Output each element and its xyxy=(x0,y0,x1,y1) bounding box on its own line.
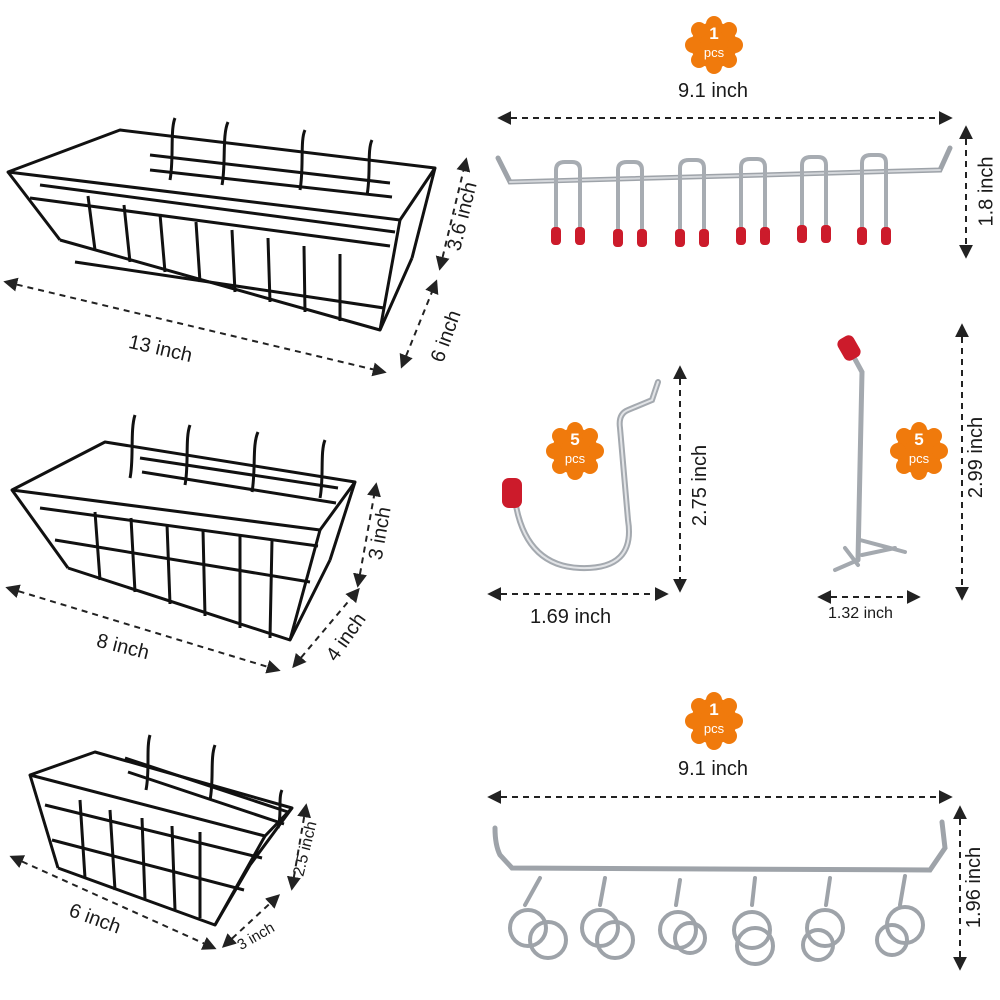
j-hook xyxy=(502,379,661,572)
j-hook-height-label: 2.75 inch xyxy=(689,444,712,527)
hook-rail-top-height-label: 1.8 inch xyxy=(975,156,998,227)
qty-badge-loop-rail: 1 pcs xyxy=(685,692,743,750)
badge-unit: pcs xyxy=(564,451,586,466)
badge-qty: 1 xyxy=(709,24,719,43)
badge-unit: pcs xyxy=(703,721,725,736)
flower-badge-icon xyxy=(546,422,604,480)
flower-badge-icon xyxy=(890,422,948,480)
straight-hook-height-label: 2.99 inch xyxy=(965,416,988,499)
badge-qty: 5 xyxy=(570,430,580,449)
hook-rail-top-width-label: 9.1 inch xyxy=(678,80,749,102)
dimension-lines xyxy=(3,111,973,971)
loop-rail xyxy=(492,819,948,966)
badge-unit: pcs xyxy=(703,45,725,60)
medium-basket xyxy=(10,414,357,642)
flower-badge-icon xyxy=(685,16,743,74)
straight-hook xyxy=(833,335,907,572)
loop-rail-width-label: 9.1 inch xyxy=(678,758,749,780)
j-hook-width-label: 1.69 inch xyxy=(530,606,612,628)
flower-badge-icon xyxy=(685,692,743,750)
qty-badge-j-hook: 5 pcs xyxy=(546,422,604,480)
hook-rail-top xyxy=(495,145,953,247)
straight-hook-width-label: 1.32 inch xyxy=(828,605,893,622)
badge-qty: 1 xyxy=(709,700,719,719)
badge-unit: pcs xyxy=(908,451,930,466)
qty-badge-straight-hook: 5 pcs xyxy=(890,422,948,480)
badge-qty: 5 xyxy=(914,430,924,449)
qty-badge-hook-rail-top: 1 pcs xyxy=(685,16,743,74)
loop-rail-height-label: 1.96 inch xyxy=(963,846,986,929)
small-basket xyxy=(28,734,294,927)
